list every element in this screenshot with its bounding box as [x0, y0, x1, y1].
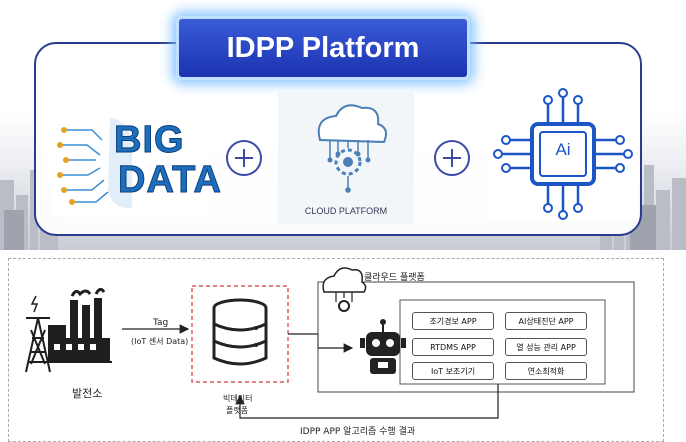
app-box-iot-auxiliary: IoT 보조기기	[412, 362, 494, 380]
ai-chip-label: Ai	[555, 140, 571, 159]
big-data-title-line1: BIG	[114, 119, 185, 161]
cloud-gear-icon	[322, 267, 367, 312]
circuit-brain-icon	[57, 118, 132, 209]
robot-icon	[360, 319, 406, 374]
big-data-platform-label: 플랫폼	[226, 406, 249, 415]
cloud-platform-label: 클라우드 플랫폼	[364, 273, 425, 283]
plus-icon	[434, 140, 470, 176]
big-data-platform-label: 빅데이터	[223, 394, 253, 403]
tag-sub-label: (IoT 센서 Data)	[131, 337, 189, 346]
result-label: IDPP APP 알고리즘 수행 결과	[300, 427, 416, 437]
database-icon	[212, 298, 268, 366]
cloud-platform-tile: CLOUD PLATFORM	[278, 92, 414, 224]
app-box-rtdms: RTDMS APP	[412, 338, 494, 356]
platform-overview: IDPP Platform BIG DATA	[0, 0, 686, 250]
app-box-ai-diagnosis: AI상태진단 APP	[505, 312, 587, 330]
result-arrow	[235, 384, 499, 419]
plus-icon	[226, 140, 262, 176]
cloud-platform-frame	[317, 281, 635, 393]
platform-to-ai-arrow	[288, 333, 354, 353]
ai-tile: Ai	[488, 88, 638, 220]
app-box-thermal-performance: 열 성능 관리 APP	[505, 338, 587, 356]
page-title: IDPP Platform	[176, 16, 470, 80]
power-plant-label: 발전소	[72, 387, 103, 400]
cloud-platform-label: CLOUD PLATFORM	[304, 206, 388, 216]
app-box-early-warning: 조기경보 APP	[412, 312, 494, 330]
power-plant-icon	[25, 287, 112, 373]
app-box-combustion-optimization: 연소최적화	[505, 362, 587, 380]
tag-label: Tag	[153, 318, 169, 328]
ai-chip-icon	[493, 88, 633, 220]
big-data-title-line2: DATA	[118, 159, 222, 201]
big-data-tile: BIG DATA	[52, 110, 221, 216]
cloud-gear-icon	[317, 104, 387, 193]
